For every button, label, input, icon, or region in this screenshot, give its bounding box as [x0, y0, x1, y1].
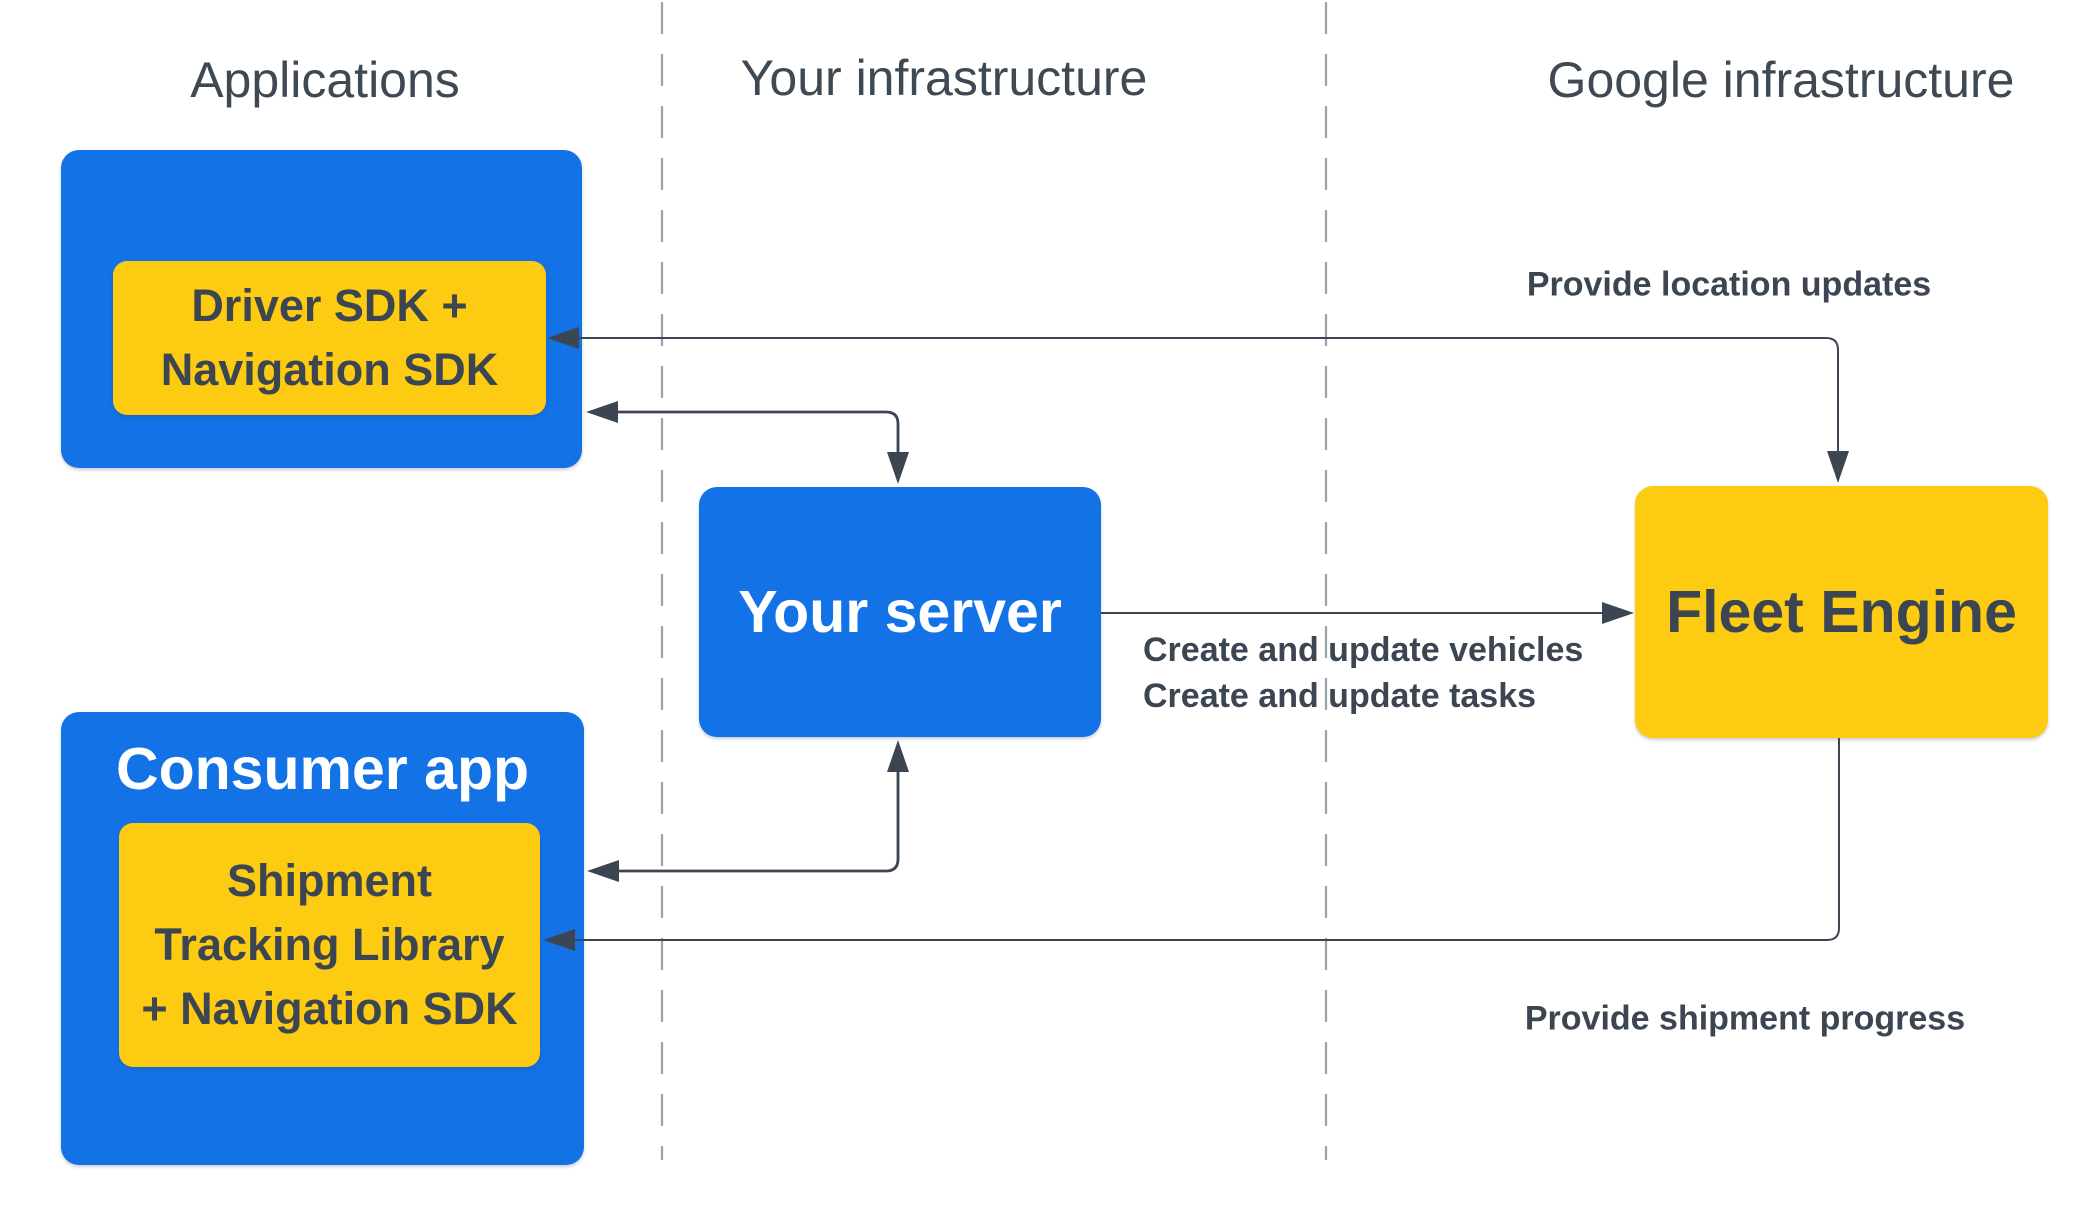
- edge-label-create-tasks: Create and update tasks: [1143, 677, 1537, 715]
- shipment-library-label-line: + Navigation SDK: [141, 983, 518, 1034]
- driver-sdk-node: Driver SDK + Navigation SDK: [113, 261, 546, 415]
- consumer-app-title: Consumer app: [115, 736, 530, 802]
- shipment-library-label-line: Shipment: [226, 855, 432, 906]
- edge-label-create-vehicles: Create and update vehicles: [1143, 631, 1584, 669]
- edge-label-provide-shipment-progress: Provide shipment progress: [1524, 999, 1966, 1038]
- your-server-node: Your server: [699, 487, 1101, 737]
- shipment-library-label-line: Tracking Library: [154, 919, 505, 970]
- edge-label-provide-location-updates: Provide location updates: [1526, 265, 1932, 304]
- driver-app-node: Driver app Driver SDK + Navigation SDK: [61, 150, 582, 468]
- edge-label-create-update: Create and update vehicles Create and up…: [1143, 627, 1583, 719]
- consumer-app-node: Consumer app Shipment Tracking Library +…: [61, 712, 584, 1165]
- fleet-engine-node: Fleet Engine: [1635, 486, 2048, 738]
- column-header-your-infrastructure: Your infrastructure: [740, 50, 1148, 106]
- column-header-applications: Applications: [190, 52, 460, 108]
- driver-sdk-label-line: Driver SDK +: [191, 280, 468, 331]
- fleet-engine-title: Fleet Engine: [1666, 578, 2017, 645]
- your-server-title: Your server: [738, 578, 1062, 645]
- column-header-google-infrastructure: Google infrastructure: [1547, 52, 2015, 108]
- shipment-tracking-library-node: Shipment Tracking Library + Navigation S…: [119, 823, 540, 1067]
- driver-sdk-label-line: Navigation SDK: [160, 344, 499, 395]
